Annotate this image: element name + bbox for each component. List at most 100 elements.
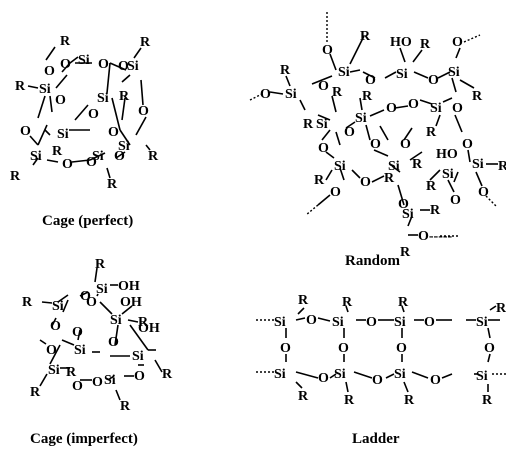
atom-o: O (322, 43, 333, 58)
atom-o: O (424, 315, 435, 330)
atom-o: O (452, 35, 463, 50)
atom-o: O (55, 93, 66, 108)
atom-si: Si (78, 53, 90, 68)
atom-r: R (360, 29, 371, 44)
atom-r: R (314, 173, 325, 188)
random-structure: O R Si O O HO R Si O O Si R R O Si R R S… (249, 12, 506, 269)
atom-ho: HO (436, 147, 458, 162)
atom-ho: HO (390, 35, 412, 50)
atom-si: Si (274, 367, 286, 382)
atom-r: R (498, 159, 506, 174)
atom-oh: OH (138, 321, 160, 336)
atom-r: R (412, 157, 423, 172)
atom-r: R (496, 301, 506, 316)
atom-si: Si (48, 363, 60, 378)
atom-si: Si (394, 315, 406, 330)
atom-si: Si (92, 149, 104, 164)
atom-o: O (365, 73, 376, 88)
atom-r: R (120, 399, 131, 414)
atom-r: R (298, 389, 309, 404)
atom-o: O (62, 157, 73, 172)
atom-si: Si (430, 101, 442, 116)
atom-r: R (426, 125, 437, 140)
atom-o: O (338, 341, 349, 356)
atom-o: O (430, 373, 441, 388)
atom-si: Si (334, 159, 346, 174)
atom-o: O (360, 175, 371, 190)
atom-si: Si (110, 313, 122, 328)
atom-si: Si (334, 367, 346, 382)
caption-random: Random (345, 253, 401, 269)
atom-si: Si (285, 87, 297, 102)
atom-o: O (86, 295, 97, 310)
atom-r: R (30, 385, 41, 400)
atom-r: R (22, 295, 33, 310)
atom-r: R (303, 117, 314, 132)
atom-o: O (318, 141, 329, 156)
ladder-structure: R Si O R Si O R Si O R Si O O O O Si O S… (256, 293, 506, 447)
atom-o: O (46, 343, 57, 358)
atom-si: Si (97, 91, 109, 106)
atom-r: R (148, 149, 159, 164)
atom-o: O (398, 197, 409, 212)
atom-r: R (298, 293, 309, 308)
atom-o: O (330, 185, 341, 200)
atom-si: Si (127, 59, 139, 74)
atom-r: R (60, 34, 71, 49)
atom-r: R (344, 393, 355, 408)
cage-imperfect-bonds (39, 267, 163, 401)
atom-o: O (108, 335, 119, 350)
cage-perfect-atoms: R O Si O O Si R R Si O O Si R O O O Si O… (10, 34, 159, 192)
atom-si: Si (394, 367, 406, 382)
atom-o: O (20, 124, 31, 139)
atom-si: Si (132, 349, 144, 364)
atom-si: Si (355, 111, 367, 126)
atom-o: O (452, 101, 463, 116)
atom-r: R (162, 367, 173, 382)
atom-o: O (386, 101, 397, 116)
atom-si: Si (388, 159, 400, 174)
atom-si: Si (316, 117, 328, 132)
caption-ladder: Ladder (352, 431, 400, 447)
atom-r: R (472, 89, 483, 104)
atom-si: Si (104, 373, 116, 388)
atom-si: Si (448, 65, 460, 80)
atom-si: Si (74, 343, 86, 358)
atom-o: O (366, 315, 377, 330)
atom-o: O (450, 193, 461, 208)
atom-o: O (260, 87, 271, 102)
atom-si: Si (472, 157, 484, 172)
atom-o: O (462, 137, 473, 152)
ladder-atoms: R Si O R Si O R Si O R Si O O O O Si O S… (274, 293, 506, 408)
atom-o: O (400, 137, 411, 152)
atom-o: O (428, 73, 439, 88)
atom-si: Si (476, 369, 488, 384)
atom-o: O (80, 289, 91, 304)
atom-o: O (86, 155, 97, 170)
atom-o: O (50, 319, 61, 334)
atom-si: Si (118, 139, 130, 154)
atom-si: Si (402, 207, 414, 222)
atom-r: R (342, 295, 353, 310)
atom-r: R (398, 295, 409, 310)
atom-r: R (280, 63, 291, 78)
cage-imperfect-structure: R O Si OH R Si O OH Si R O O Si O O OH S… (22, 257, 173, 447)
atom-si: Si (442, 167, 454, 182)
atom-o: O (72, 379, 83, 394)
atom-si: Si (57, 127, 69, 142)
cage-perfect-structure: R O Si O O Si R R Si O O Si R O O O Si O… (10, 34, 159, 229)
atom-oh: OH (118, 279, 140, 294)
atom-r: R (420, 37, 431, 52)
atom-r: R (362, 89, 373, 104)
atom-si: Si (30, 149, 42, 164)
cage-perfect-bonds (27, 46, 151, 179)
atom-r: R (10, 169, 21, 184)
atom-o: O (134, 369, 145, 384)
atom-o: O (396, 341, 407, 356)
atom-o: O (478, 185, 489, 200)
atom-o: O (92, 375, 103, 390)
atom-si: Si (338, 65, 350, 80)
atom-o: O (44, 64, 55, 79)
